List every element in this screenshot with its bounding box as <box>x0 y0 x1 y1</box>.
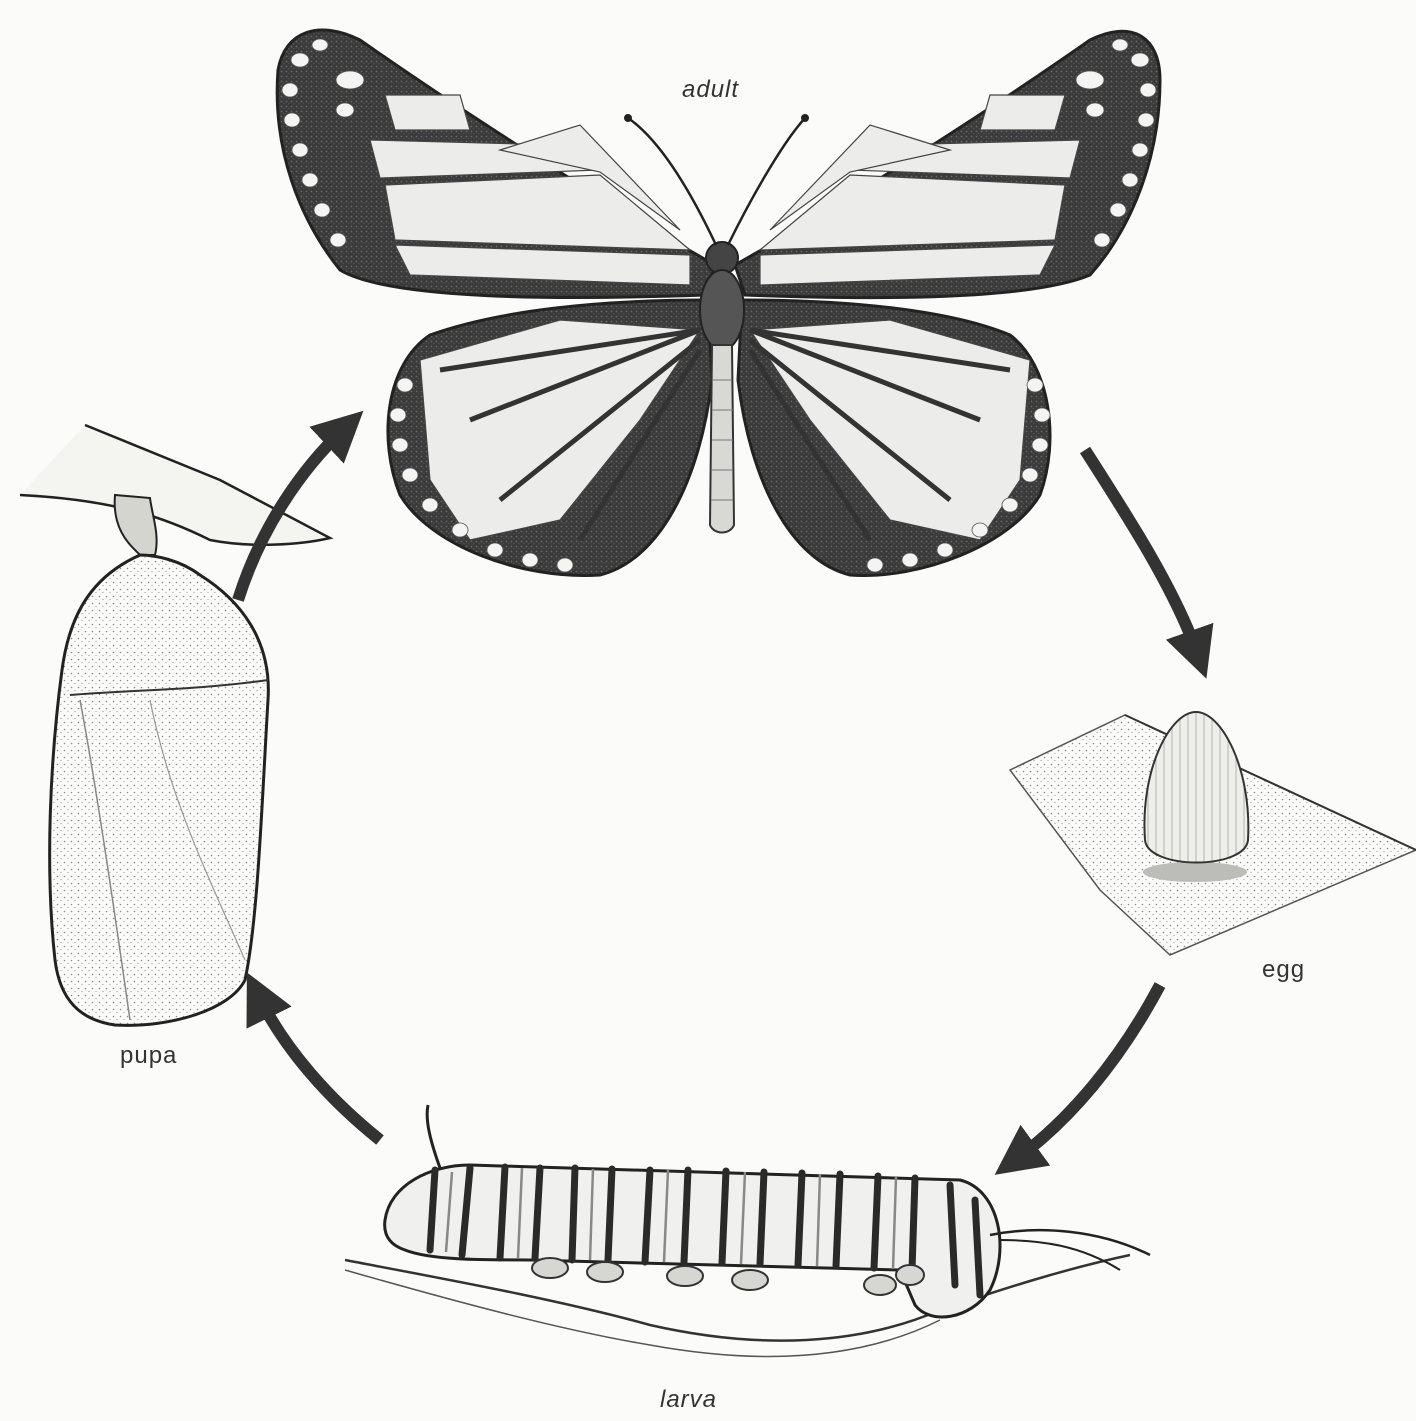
arrow-adult-to-egg <box>1085 450 1198 655</box>
label-larva: larva <box>660 1386 717 1414</box>
label-adult: adult <box>682 76 739 104</box>
arrow-egg-to-larva <box>1015 985 1160 1160</box>
egg-illustration <box>1010 712 1416 955</box>
label-pupa: pupa <box>120 1042 177 1070</box>
adult-butterfly-illustration <box>277 30 1160 575</box>
label-egg: egg <box>1262 956 1305 984</box>
arrow-larva-to-pupa <box>258 995 380 1140</box>
pupa-illustration <box>20 425 330 1025</box>
